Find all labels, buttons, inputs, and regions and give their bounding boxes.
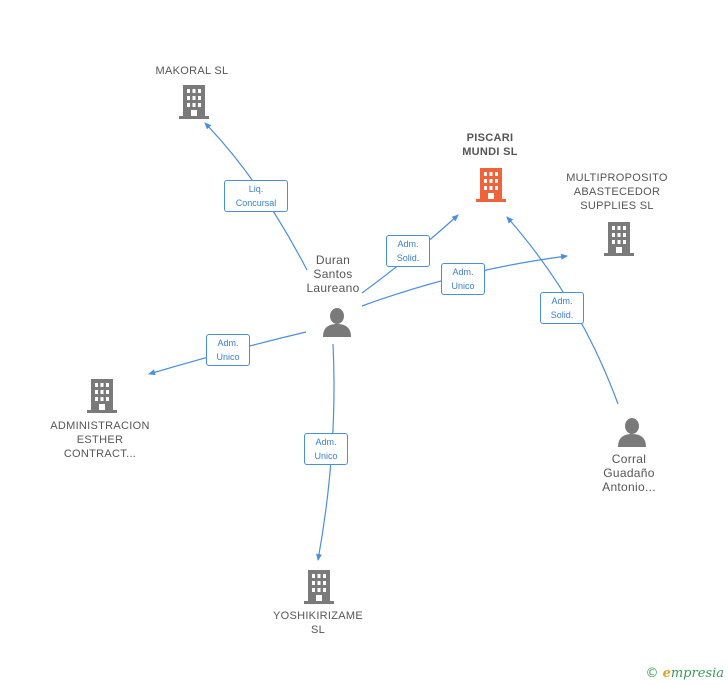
edge-label-duran-piscari[interactable]: Adm. Solid.	[386, 235, 430, 267]
edge-label-line: Unico	[314, 451, 338, 461]
brand-initial: e	[662, 666, 671, 681]
edge-label-duran-yoshikirizame[interactable]: Adm. Unico	[304, 433, 348, 465]
edge-label-line: Solid.	[396, 253, 420, 263]
corral-label-line: Corral	[611, 452, 647, 466]
edge-label-line: Adm.	[551, 296, 573, 306]
duran-person-icon[interactable]	[322, 307, 352, 337]
makoral-label-line: MAKORAL SL	[155, 65, 229, 77]
edge-label-duran-makoral[interactable]: Liq. Concursal	[224, 180, 288, 212]
edge-label-line: Adm.	[217, 338, 239, 348]
administracion-label[interactable]: ADMINISTRACION ESTHER CONTRACT...	[40, 419, 160, 461]
edge-label-line: Liq.	[248, 184, 264, 194]
administracion-label-line: CONTRACT...	[63, 448, 137, 460]
piscari-label-line: MUNDI SL	[462, 146, 518, 158]
multiproposito-label-line: SUPPLIES SL	[580, 200, 654, 212]
multiproposito-label-line: MULTIPROPOSITO	[566, 172, 668, 184]
yoshikirizame-building-icon[interactable]	[304, 570, 334, 604]
edge-label-line: Adm.	[452, 267, 474, 277]
duran-label-line: Duran	[315, 253, 351, 267]
edge-label-duran-multiproposito[interactable]: Adm. Unico	[441, 263, 485, 295]
piscari-label[interactable]: PISCARI MUNDI SL	[430, 131, 550, 159]
corral-label[interactable]: Corral Guadaño Antonio...	[589, 452, 669, 494]
yoshikirizame-label-line: YOSHIKIRIZAME	[272, 610, 364, 622]
multiproposito-label-line: ABASTECEDOR	[573, 186, 661, 198]
brand-name: mpresia	[670, 666, 724, 681]
administracion-building-icon[interactable]	[87, 379, 117, 413]
piscari-building-icon[interactable]	[476, 168, 506, 202]
duran-label[interactable]: Duran Santos Laureano	[293, 253, 373, 295]
administracion-label-line: ADMINISTRACION	[50, 420, 150, 432]
multiproposito-label[interactable]: MULTIPROPOSITO ABASTECEDOR SUPPLIES SL	[557, 171, 677, 213]
edge-label-duran-administracion[interactable]: Adm. Unico	[206, 334, 250, 366]
edge-label-corral-piscari[interactable]: Adm. Solid.	[540, 292, 584, 324]
makoral-building-icon[interactable]	[179, 85, 209, 119]
edge-label-line: Concursal	[235, 198, 277, 208]
brand-footer[interactable]: © empresia	[645, 666, 724, 681]
yoshikirizame-label-line: SL	[310, 624, 326, 636]
multiproposito-building-icon[interactable]	[604, 222, 634, 256]
corral-person-icon[interactable]	[617, 417, 647, 447]
corral-label-line: Guadaño	[603, 466, 655, 480]
edge-label-line: Adm.	[315, 437, 337, 447]
corral-label-line: Antonio...	[602, 480, 656, 494]
copyright-symbol: ©	[645, 666, 659, 681]
administracion-label-line: ESTHER	[76, 434, 124, 446]
piscari-label-line: PISCARI	[466, 132, 514, 144]
edge-label-line: Unico	[216, 352, 240, 362]
duran-label-line: Santos	[313, 267, 353, 281]
makoral-label[interactable]: MAKORAL SL	[132, 64, 252, 78]
duran-label-line: Laureano	[306, 281, 360, 295]
edge-label-line: Adm.	[397, 239, 419, 249]
yoshikirizame-label[interactable]: YOSHIKIRIZAME SL	[258, 609, 378, 637]
edge-label-line: Solid.	[550, 310, 574, 320]
edge-label-line: Unico	[451, 281, 475, 291]
